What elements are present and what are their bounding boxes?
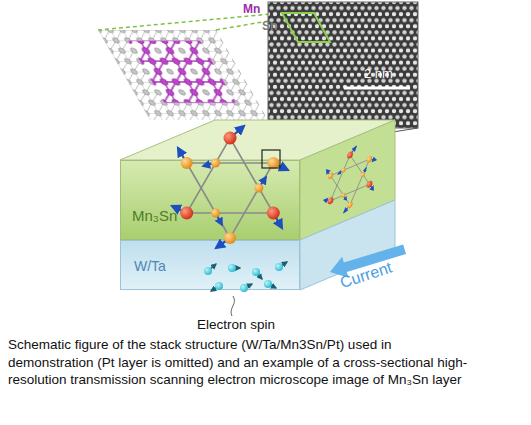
- figure-caption: Schematic figure of the stack structure …: [8, 336, 470, 389]
- stem-frame: [268, 2, 418, 128]
- leader-line: [231, 296, 234, 316]
- unit-cell-outline: [282, 13, 330, 42]
- layer-name: W/Ta: [134, 258, 166, 274]
- annotation-label: Mn: [243, 2, 260, 16]
- spin-hexagram: [324, 138, 376, 221]
- zoom-window: [262, 150, 280, 168]
- layer-box: Mn₃Sn: [120, 160, 300, 240]
- spin-hexagram: [172, 126, 288, 248]
- stem-image: [268, 2, 418, 128]
- annotation-label: Electron spin: [197, 317, 275, 332]
- electron-spins: [204, 262, 287, 292]
- stem-atoms: [268, 2, 418, 128]
- annotation-label: Sn: [262, 19, 277, 33]
- scale-bar: [344, 87, 410, 90]
- annotation-label: 2 nm: [364, 66, 393, 81]
- lattice-sheet: [98, 30, 268, 120]
- layer-name: Mn₃Sn: [132, 207, 177, 224]
- kagome-lattice: [128, 40, 236, 102]
- kagome-backing: [128, 40, 236, 102]
- layer-box: W/Ta: [120, 240, 300, 290]
